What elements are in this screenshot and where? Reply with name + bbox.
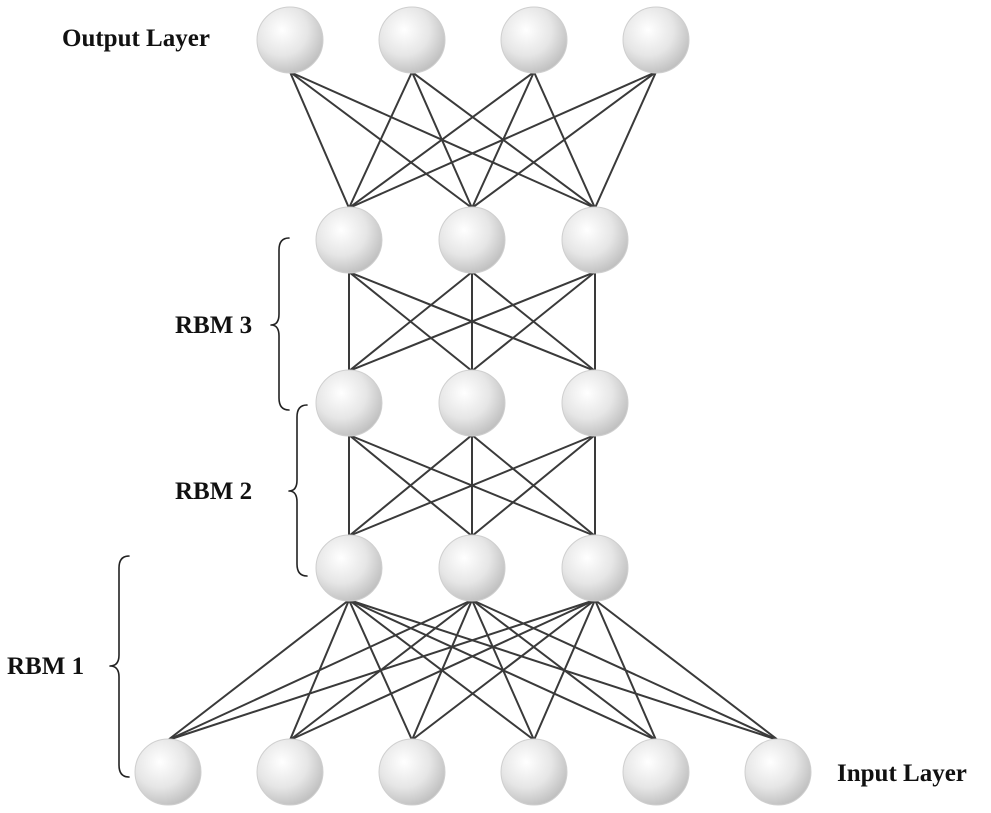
node-input-2 <box>256 738 324 806</box>
rbm2-brace <box>288 404 308 577</box>
edge-output-2-to-hidden3-1 <box>348 71 413 209</box>
edge-hidden1-3-to-input-1 <box>167 599 596 741</box>
node-hidden1-3 <box>561 534 629 602</box>
rbm1-brace <box>109 555 130 778</box>
node-hidden2-2 <box>438 369 506 437</box>
rbm3-label: RBM 3 <box>175 312 252 339</box>
edge-hidden1-3-to-input-3 <box>411 599 596 741</box>
rbm2-label: RBM 2 <box>175 478 252 505</box>
edge-hidden3-3-to-hidden2-1 <box>348 271 596 372</box>
edge-hidden1-2-to-input-1 <box>167 599 473 741</box>
edge-hidden1-3-to-input-4 <box>533 599 596 741</box>
node-input-6 <box>744 738 812 806</box>
node-input-5 <box>622 738 690 806</box>
edge-hidden2-3-to-hidden1-2 <box>471 434 596 537</box>
output-layer-label: Output Layer <box>62 25 210 52</box>
node-output-4 <box>622 6 690 74</box>
node-input-1 <box>134 738 202 806</box>
rbm1-label: RBM 1 <box>7 653 84 680</box>
node-input-4 <box>500 738 568 806</box>
node-input-3 <box>378 738 446 806</box>
connection-edges <box>167 71 779 741</box>
node-output-1 <box>256 6 324 74</box>
node-hidden1-1 <box>315 534 383 602</box>
node-output-3 <box>500 6 568 74</box>
edge-output-4-to-hidden3-3 <box>594 71 657 209</box>
edge-hidden1-3-to-input-6 <box>594 599 779 741</box>
node-hidden1-2 <box>438 534 506 602</box>
edge-hidden3-2-to-hidden2-1 <box>348 271 473 372</box>
edge-hidden2-3-to-hidden1-1 <box>348 434 596 537</box>
edge-hidden3-3-to-hidden2-2 <box>471 271 596 372</box>
node-output-2 <box>378 6 446 74</box>
edge-output-1-to-hidden3-1 <box>289 71 350 209</box>
edge-output-4-to-hidden3-2 <box>471 71 657 209</box>
node-hidden3-1 <box>315 206 383 274</box>
node-hidden3-2 <box>438 206 506 274</box>
edge-output-3-to-hidden3-1 <box>348 71 535 209</box>
edge-output-4-to-hidden3-1 <box>348 71 657 209</box>
rbm3-brace <box>270 237 290 411</box>
node-hidden3-3 <box>561 206 629 274</box>
edge-hidden2-2-to-hidden1-1 <box>348 434 473 537</box>
neuron-nodes <box>134 6 812 806</box>
edge-hidden1-3-to-input-5 <box>594 599 657 741</box>
node-hidden2-3 <box>561 369 629 437</box>
edge-hidden1-1-to-input-1 <box>167 599 350 741</box>
input-layer-label: Input Layer <box>837 760 967 787</box>
edge-hidden1-3-to-input-2 <box>289 599 596 741</box>
node-hidden2-1 <box>315 369 383 437</box>
